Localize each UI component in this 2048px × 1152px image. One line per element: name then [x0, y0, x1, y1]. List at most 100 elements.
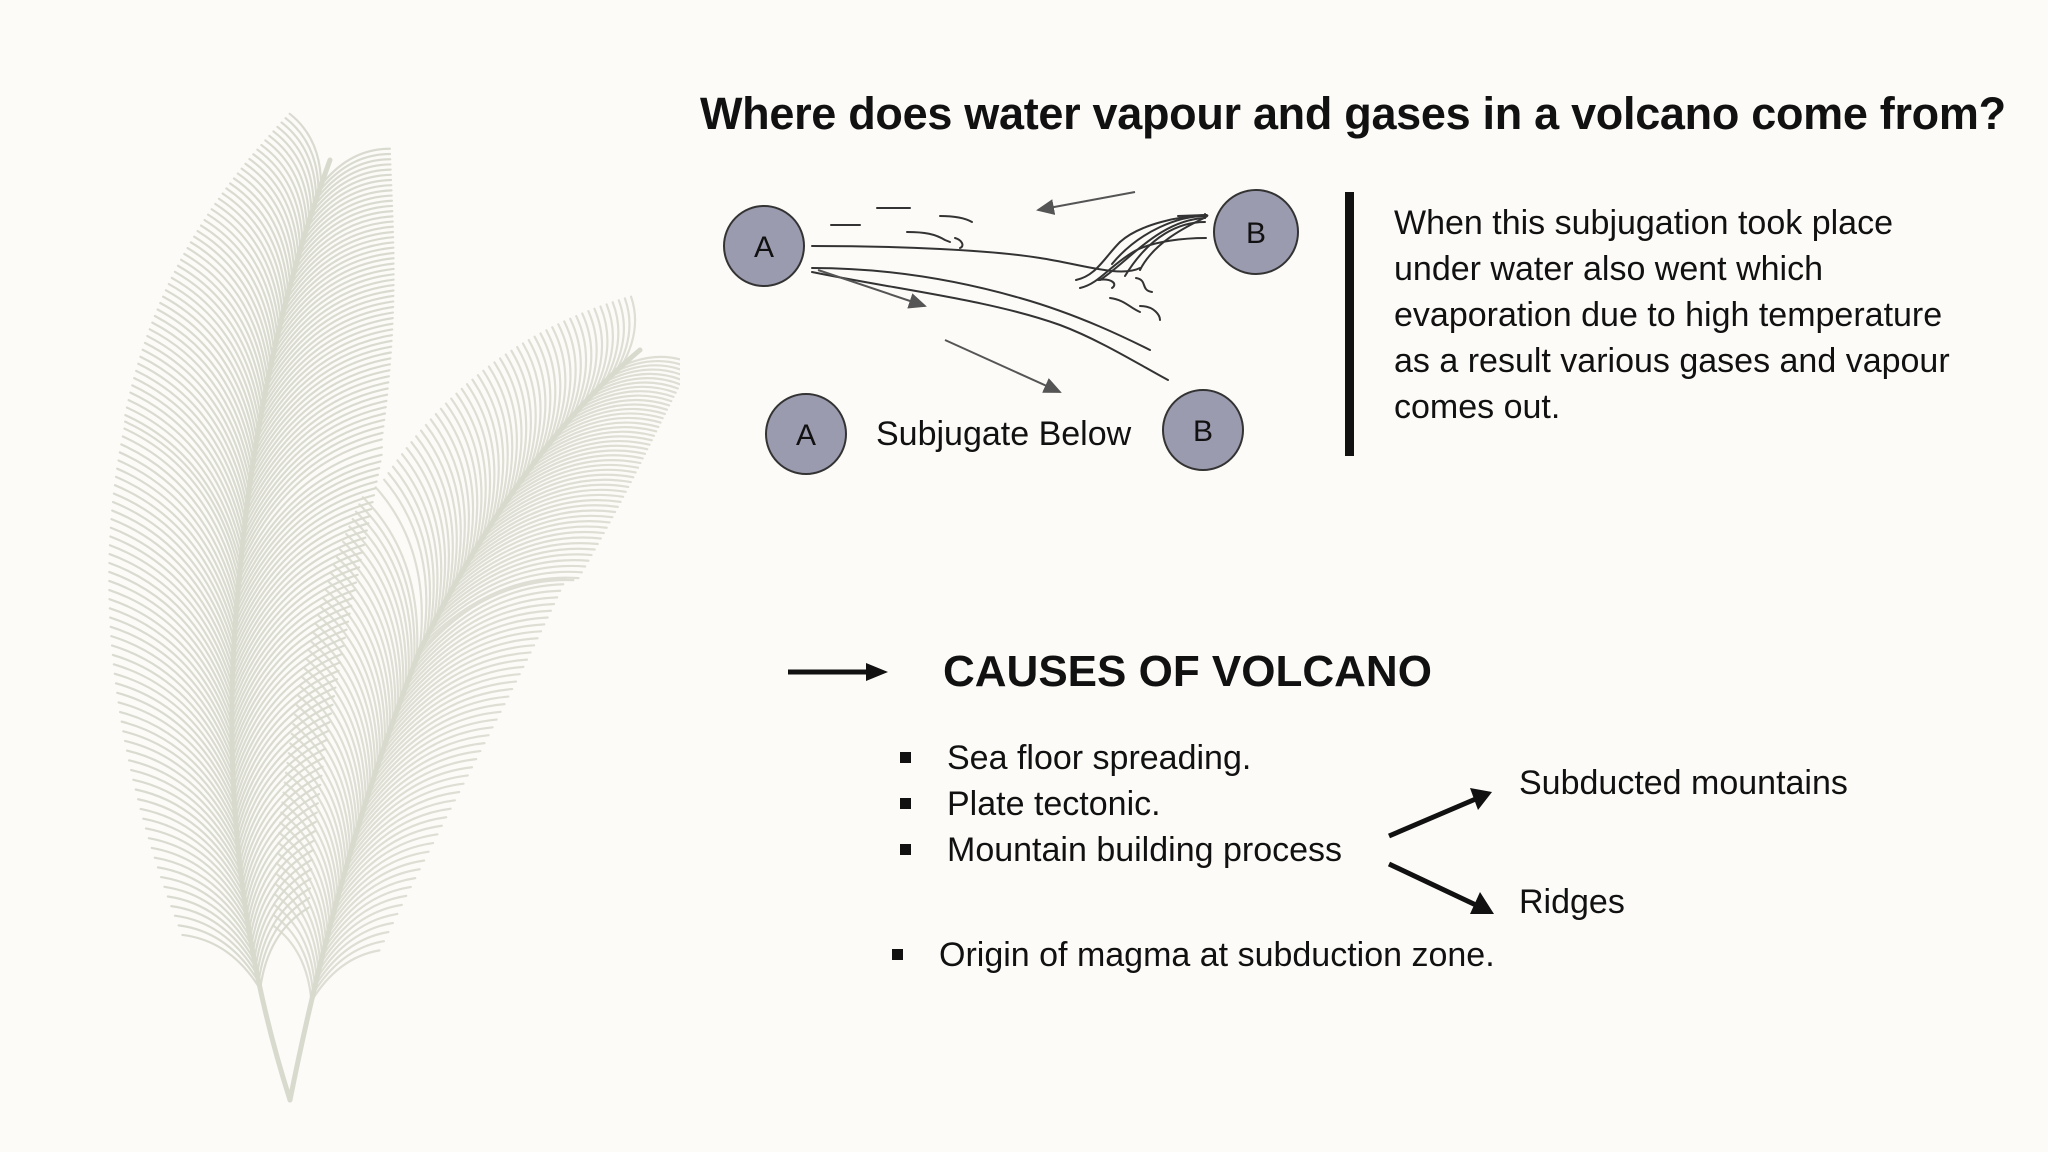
feather-barb	[274, 872, 322, 966]
feather-barb	[225, 187, 288, 301]
feather-barb	[233, 508, 373, 641]
feather-barb	[279, 246, 395, 323]
feather-barb	[428, 564, 587, 632]
feather-barb	[527, 338, 547, 464]
feather-barb	[230, 566, 361, 701]
plate-line	[1139, 214, 1209, 271]
feather-barb	[354, 510, 413, 674]
feather-barb	[278, 251, 395, 330]
feather-barb	[139, 807, 245, 895]
feather-barb	[533, 335, 552, 458]
feather-barb	[199, 224, 276, 352]
feather-barb	[405, 447, 447, 612]
feather-barb	[256, 328, 394, 433]
feather-barb	[435, 553, 593, 619]
feather-barb	[396, 623, 546, 710]
feather-barb	[349, 774, 469, 855]
feather-barb	[170, 276, 262, 418]
feather-barb	[271, 924, 313, 1003]
feather-barb	[269, 278, 395, 367]
feather-barb	[362, 726, 494, 811]
feather-barb	[620, 355, 680, 368]
feather-barb	[259, 317, 394, 418]
feather-barb	[230, 604, 353, 738]
feather-barb	[353, 758, 478, 840]
feather-barb	[287, 225, 394, 294]
feather-barb	[265, 294, 395, 389]
feather-barb	[538, 426, 658, 458]
feather-barb	[283, 236, 395, 308]
feather-barb	[121, 435, 240, 589]
feather-barb	[232, 669, 340, 798]
feather-barb	[116, 467, 237, 619]
causes-heading: CAUSES OF VOLCANO	[943, 647, 1432, 696]
feather-barb	[281, 801, 335, 914]
feather-barb	[415, 435, 454, 599]
feather-barb	[498, 357, 523, 495]
feather-barb	[230, 581, 358, 716]
feather-barb	[120, 443, 239, 596]
feather-barb	[176, 264, 265, 403]
feather-barb	[386, 651, 532, 739]
feather-barb	[407, 596, 559, 681]
feather-barb	[485, 483, 630, 533]
feather-barb	[620, 295, 637, 368]
feather-barb	[132, 778, 242, 873]
feather-illustration	[108, 112, 680, 1103]
feather-barb	[533, 430, 656, 464]
feather-barb	[249, 363, 392, 477]
feather-barb	[358, 503, 416, 667]
feather-barb	[315, 921, 394, 980]
feather-barb	[117, 701, 237, 813]
feather-barb	[330, 572, 392, 731]
feather-barb	[328, 859, 426, 929]
feather-barb	[229, 182, 290, 294]
feather-barb	[273, 893, 318, 980]
feather-barb	[173, 270, 264, 411]
feather-barb	[268, 283, 395, 374]
plate-line	[811, 271, 1169, 381]
feather-barb	[582, 385, 677, 405]
feather-barb	[482, 369, 509, 514]
feather-barb	[307, 649, 370, 797]
feather-barb	[109, 526, 234, 671]
feather-barb	[108, 561, 234, 701]
feather-barb	[217, 197, 284, 316]
feather-barb	[404, 602, 556, 688]
bullet-square-icon	[900, 798, 911, 809]
feather-barb	[342, 540, 402, 703]
feather-barb	[125, 406, 243, 559]
feather-barb	[324, 588, 387, 746]
feather-barb	[239, 756, 326, 873]
feather-barb	[334, 833, 439, 906]
feather-barb	[327, 580, 389, 739]
bottom-left-circle-label: A	[796, 419, 816, 452]
feather-barb	[252, 153, 302, 251]
feather-barb	[374, 687, 514, 775]
feather-barb	[248, 157, 300, 258]
feather-barb	[139, 355, 249, 507]
feather-barb	[502, 463, 640, 507]
feather-barb	[460, 387, 492, 539]
bullet-square-icon	[900, 844, 911, 855]
feather-barb	[118, 451, 239, 604]
feather-barb	[291, 215, 394, 280]
feather-barb	[253, 345, 393, 455]
feather-barb	[272, 903, 317, 988]
vertical-divider	[1345, 192, 1354, 456]
feather-barb	[371, 695, 510, 782]
feather-barb	[108, 544, 234, 686]
feather-barb	[446, 536, 602, 599]
description-text: When this subjugation took place under w…	[1394, 200, 1994, 430]
feather-barb	[255, 334, 394, 440]
feather-barb	[156, 866, 252, 939]
feather-barb	[516, 345, 537, 476]
feather-barb	[246, 820, 317, 925]
top-left-circle-label: A	[754, 231, 774, 264]
feather-barb	[551, 326, 567, 440]
feather-barb	[252, 351, 392, 462]
feather-barb	[313, 930, 390, 988]
feather-barb	[221, 192, 286, 308]
feather-barb	[231, 620, 350, 753]
feather-barb	[598, 372, 680, 389]
